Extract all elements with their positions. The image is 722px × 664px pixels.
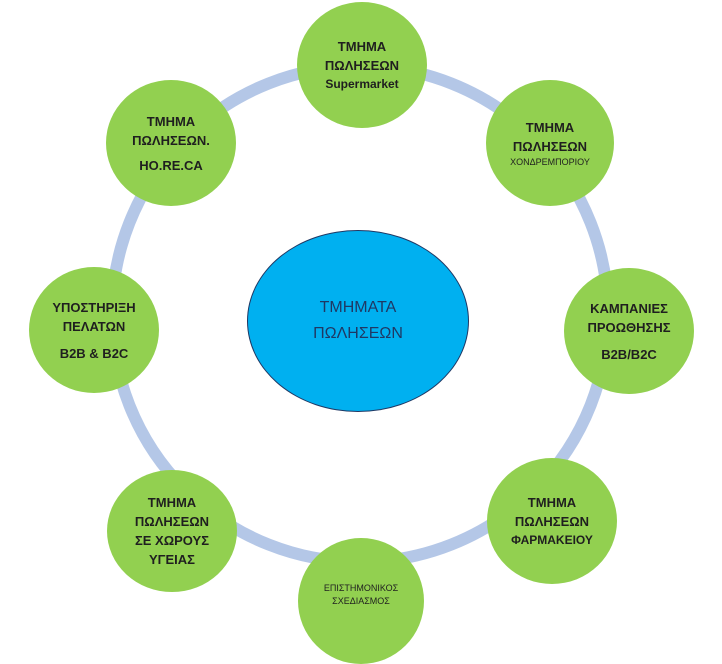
node-label: ΤΜΗΜΑ (525, 119, 575, 135)
node-label: ΕΠΙΣΤΗΜΟΝΙΚΟΣ (323, 583, 399, 593)
node-wholesale: ΤΜΗΜΑ ΠΩΛΗΣΕΩΝ ΧΟΝΔΡΕΜΠΟΡΙΟΥ (486, 80, 614, 206)
node-label: ΤΜΗΜΑ (146, 113, 196, 129)
node-label: ΠΩΛΗΣΕΩΝ. (132, 132, 210, 148)
node-label: ΦΑΡΜΑΚΕΙΟΥ (511, 532, 593, 547)
node-label: ΠΡΟΩΘΗΣΗΣ (587, 319, 671, 335)
center-node: ΤΜΗΜΑΤΑ ΠΩΛΗΣΕΩΝ (247, 230, 469, 412)
center-label-line2: ΠΩΛΗΣΕΩΝ (313, 325, 403, 342)
node-label: ΧΟΝΔΡΕΜΠΟΡΙΟΥ (510, 156, 590, 167)
node-health: ΤΜΗΜΑ ΠΩΛΗΣΕΩΝ ΣΕ ΧΩΡΟΥΣ ΥΓΕΙΑΣ (107, 470, 237, 592)
node-label: B2B/B2C (601, 346, 657, 362)
node-label: HO.RE.CA (139, 157, 203, 173)
node-scientific: ΕΠΙΣΤΗΜΟΝΙΚΟΣ ΣΧΕΔΙΑΣΜΟΣ (298, 538, 424, 664)
center-label-line1: ΤΜΗΜΑΤΑ (319, 299, 397, 316)
node-label: ΠΕΛΑΤΩΝ (62, 318, 126, 334)
node-label: ΣΧΕΔΙΑΣΜΟΣ (332, 596, 390, 606)
node-label: B2B & B2C (59, 345, 129, 361)
node-label: ΤΜΗΜΑ (527, 494, 577, 510)
node-support: ΥΠΟΣΤΗΡΙΞΗ ΠΕΛΑΤΩΝ B2B & B2C (29, 267, 159, 393)
node-label: ΠΩΛΗΣΕΩΝ (324, 57, 400, 73)
node-label: ΥΓΕΙΑΣ (149, 552, 195, 567)
node-label: Supermarket (325, 76, 399, 91)
node-supermarket: ΤΜΗΜΑ ΠΩΛΗΣΕΩΝ Supermarket (297, 2, 427, 128)
node-horeca: ΤΜΗΜΑ ΠΩΛΗΣΕΩΝ. HO.RE.CA (106, 80, 236, 206)
node-label: ΤΜΗΜΑ (147, 495, 197, 510)
node-label: ΚΑΜΠΑΝΙΕΣ (590, 300, 668, 316)
node-label: ΣΕ ΧΩΡΟΥΣ (134, 533, 210, 548)
node-label: ΤΜΗΜΑ (337, 38, 387, 54)
node-label: ΠΩΛΗΣΕΩΝ (512, 138, 588, 154)
node-label: ΥΠΟΣΤΗΡΙΞΗ (52, 299, 136, 315)
node-label: ΠΩΛΗΣΕΩΝ (514, 513, 590, 529)
sales-departments-diagram: ΤΜΗΜΑΤΑ ΠΩΛΗΣΕΩΝ ΤΜΗΜΑ ΠΩΛΗΣΕΩΝ Supermar… (29, 2, 694, 664)
node-campaigns: ΚΑΜΠΑΝΙΕΣ ΠΡΟΩΘΗΣΗΣ B2B/B2C (564, 268, 694, 394)
node-pharmacy: ΤΜΗΜΑ ΠΩΛΗΣΕΩΝ ΦΑΡΜΑΚΕΙΟΥ (487, 458, 617, 584)
node-label: ΠΩΛΗΣΕΩΝ (134, 514, 210, 529)
